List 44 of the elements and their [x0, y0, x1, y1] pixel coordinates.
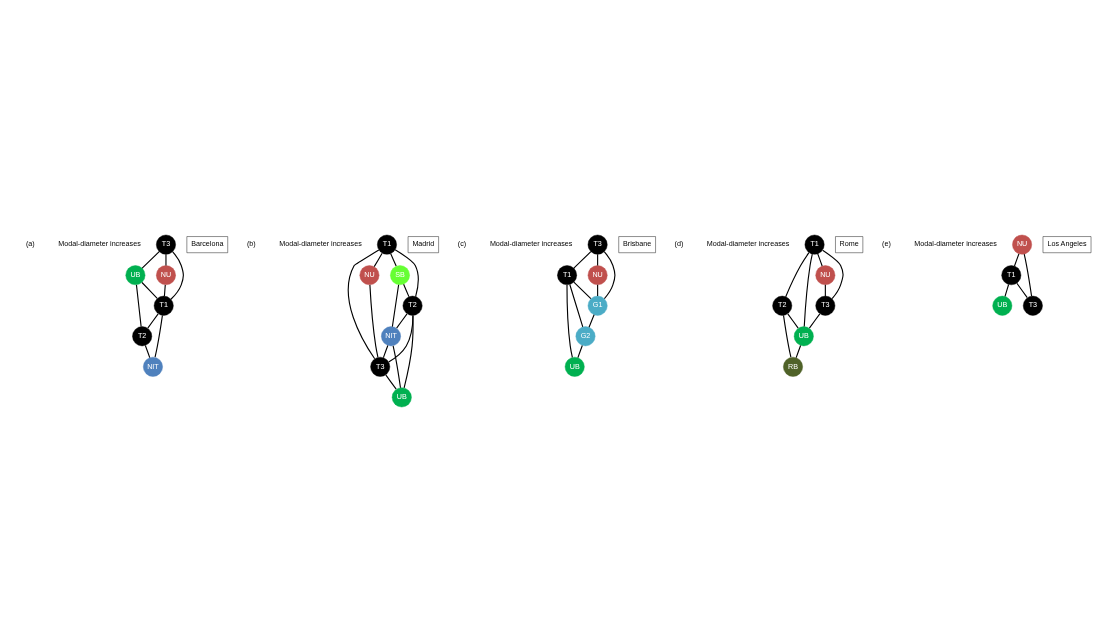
connector — [597, 253, 599, 266]
connector — [577, 344, 583, 358]
connector — [1004, 283, 1010, 297]
connector — [787, 312, 799, 329]
connector — [165, 253, 167, 266]
connector — [369, 283, 379, 358]
connector — [603, 250, 616, 299]
connector — [1023, 253, 1033, 297]
connector — [1013, 252, 1020, 266]
connector — [817, 252, 823, 266]
connector — [141, 250, 160, 269]
connector — [144, 344, 151, 358]
connector — [566, 283, 573, 358]
connector — [803, 253, 813, 327]
connector — [573, 250, 592, 269]
connector — [347, 249, 380, 359]
connector — [394, 248, 419, 297]
connector — [373, 252, 383, 267]
connector — [135, 283, 142, 327]
connector — [573, 281, 592, 299]
connector — [403, 314, 414, 389]
connector — [388, 314, 414, 363]
connector — [141, 281, 158, 299]
connector — [403, 283, 410, 297]
connector — [588, 313, 595, 328]
connector — [170, 250, 184, 300]
connector — [597, 283, 599, 296]
connector — [808, 312, 821, 329]
connector — [396, 312, 408, 329]
connector — [824, 283, 826, 296]
connector — [163, 283, 166, 296]
connector — [391, 283, 400, 327]
connector — [1016, 282, 1028, 298]
connector — [392, 344, 402, 388]
connector — [785, 251, 810, 297]
connector — [782, 314, 792, 358]
connector — [822, 249, 844, 299]
connector — [382, 344, 389, 358]
connector — [385, 373, 397, 390]
connector — [795, 344, 802, 358]
connector — [390, 252, 397, 267]
connector — [154, 314, 163, 358]
connector — [147, 312, 159, 329]
connector — [569, 283, 584, 327]
